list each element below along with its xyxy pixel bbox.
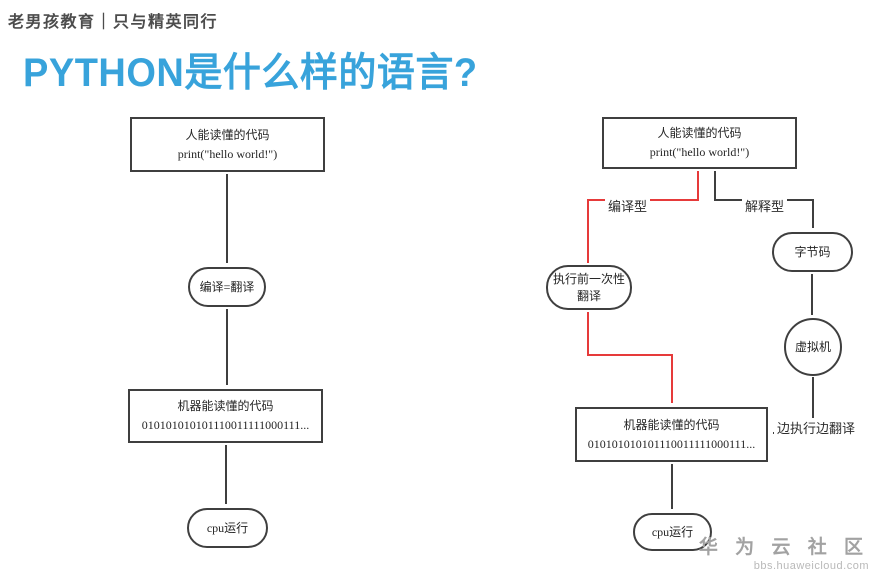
node-cpu-left: cpu运行 (187, 508, 268, 548)
node-machine-code-left: 机器能读懂的代码 010101010101110011111000111... (128, 389, 323, 443)
edge-right-compiled-branch (587, 171, 699, 263)
node-text-line: 编译=翻译 (199, 279, 255, 294)
node-text-line: 人能读懂的代码 (185, 127, 270, 142)
node-text-line: 字节码 (794, 244, 831, 259)
node-vm: 虚拟机 (784, 318, 842, 376)
watermark-brand: 华 为 云 社 区 (698, 537, 869, 558)
node-text-line: 执行前一次性 (552, 272, 625, 287)
node-text-line: print("hello world!") (177, 146, 278, 161)
edge-label-compiled: 编译型 (605, 196, 651, 215)
node-text-line: cpu运行 (651, 524, 694, 539)
node-text-line: 机器能读懂的代码 (623, 417, 720, 432)
node-text-line: 机器能读懂的代码 (177, 399, 274, 414)
node-human-code-left: 人能读懂的代码 print("hello world!") (130, 117, 325, 172)
node-cpu-right: cpu运行 (633, 513, 712, 551)
node-text-line: 010101010101110011111000111... (141, 418, 310, 432)
node-bytecode: 字节码 (772, 232, 853, 272)
brand-header: 老男孩教育｜只与精英同行 (8, 14, 219, 31)
node-text-line: 虚拟机 (794, 339, 831, 354)
node-machine-code-right: 机器能读懂的代码 010101010101110011111000111... (575, 407, 768, 462)
watermark-site: bbs.huaweicloud.com (753, 560, 869, 572)
node-text-line: 010101010101110011111000111... (587, 436, 756, 451)
node-text-line: 翻译 (576, 288, 601, 303)
node-compile-left: 编译=翻译 (188, 267, 266, 307)
node-text-line: 人能读懂的代码 (657, 126, 742, 141)
node-text-line: cpu运行 (206, 520, 249, 535)
edge-label-exec-translate: 边执行边翻译 (774, 418, 859, 437)
page-title: PYTHON是什么样的语言? (23, 51, 478, 96)
node-pre-translate: 执行前一次性 翻译 (546, 265, 632, 310)
watermark: 华 为 云 社 区 bbs.huaweicloud.com (699, 532, 869, 572)
edge-right-pretranslate-to-machine (587, 312, 673, 403)
edge-label-interpreted: 解释型 (742, 196, 788, 215)
node-text-line: print("hello world!") (649, 145, 750, 159)
node-human-code-right: 人能读懂的代码 print("hello world!") (602, 117, 797, 169)
